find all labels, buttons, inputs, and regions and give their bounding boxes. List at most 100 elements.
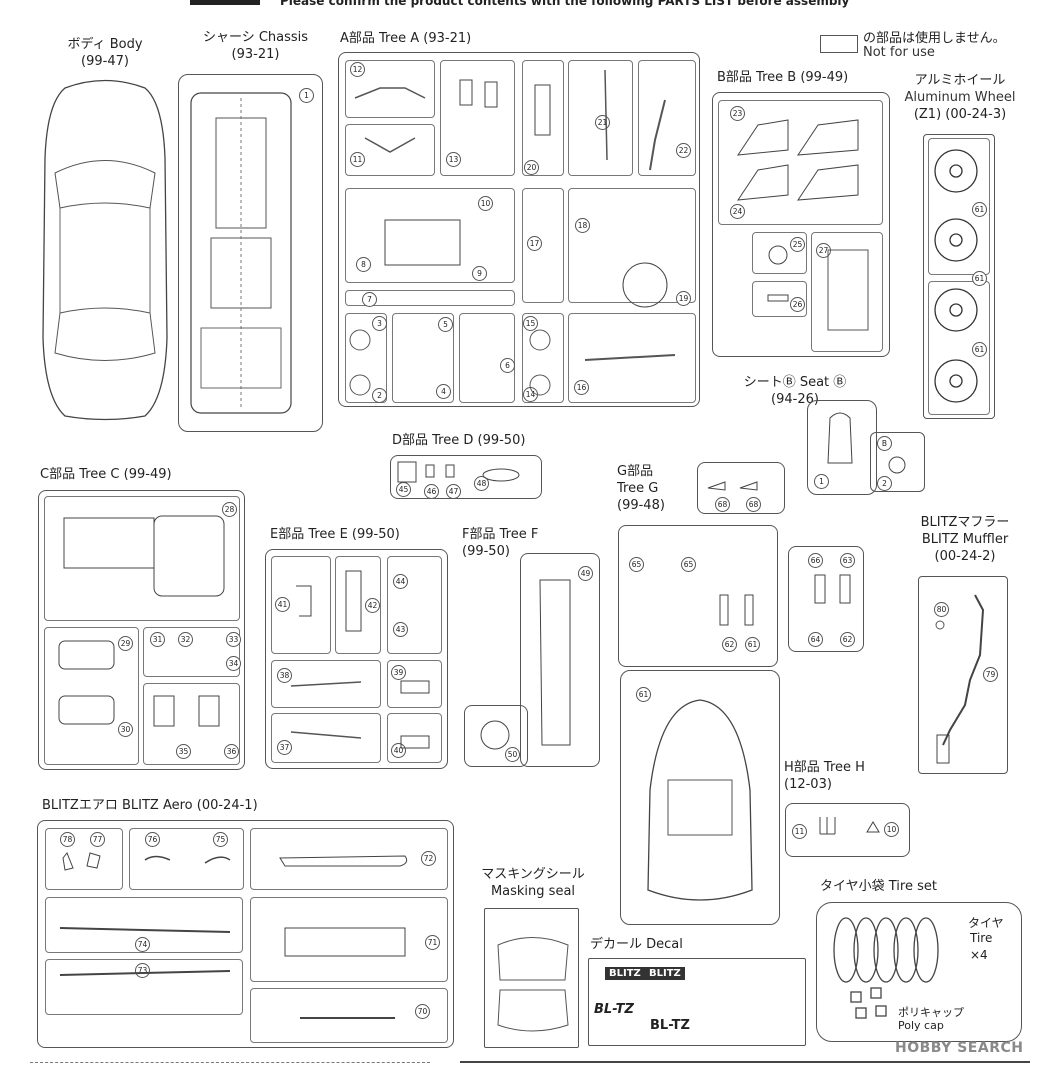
tree-a-cell: [345, 188, 515, 283]
tree-g-label: G部品 Tree G (99-48): [617, 463, 665, 514]
tree-a-parts: [349, 69, 676, 396]
tree-b-cell: [718, 100, 883, 225]
masking-label: マスキングシール Masking seal: [468, 866, 598, 900]
tree-b-cell: [752, 281, 807, 317]
aero-frame: [37, 820, 454, 1048]
part-number: 68: [715, 497, 730, 512]
tree-h-label: H部品 Tree H (12-03): [784, 759, 865, 793]
muffler-label: BLITZマフラー BLITZ Muffler (00-24-2): [905, 514, 1025, 565]
part-number: 47: [446, 484, 461, 499]
muffler-label-code: (00-24-2): [934, 549, 996, 564]
decal-brand-2: BLITZ: [645, 967, 685, 980]
part-number: 42: [365, 598, 380, 613]
banner-text: Please confirm the product contents with…: [280, 0, 850, 8]
seat-drawing: [827, 412, 906, 474]
part-number: 15: [523, 316, 538, 331]
tree-g-frame: [618, 525, 778, 667]
part-number: B: [877, 436, 892, 451]
legend-text-jp: の部品は使用しません。: [863, 31, 1006, 46]
wheel-frame: [923, 134, 995, 419]
part-number: 10: [478, 196, 493, 211]
part-number: 4: [436, 384, 451, 399]
part-number: 9: [472, 266, 487, 281]
part-number: 61: [972, 202, 987, 217]
part-number: 62: [722, 637, 737, 652]
aero-cell: [45, 959, 243, 1015]
part-number: 41: [275, 597, 290, 612]
part-number: 16: [574, 380, 589, 395]
part-number: 38: [277, 668, 292, 683]
tree-e-cell: [271, 556, 331, 654]
legend-text-en: Not for use: [863, 45, 935, 60]
body-drawing: [42, 79, 168, 421]
part-number: 20: [524, 160, 539, 175]
part-number: 7: [362, 292, 377, 307]
chassis-label-jp: シャーシ Chassis: [202, 30, 309, 45]
part-number: 50: [505, 747, 520, 762]
tree-f-frame: [520, 553, 600, 767]
tree-a-cell: [345, 124, 435, 176]
part-number: 40: [391, 743, 406, 758]
part-number: 28: [222, 502, 237, 517]
part-number: 19: [676, 291, 691, 306]
tree-e-cell: [271, 660, 381, 708]
watermark: HOBBY SEARCH: [895, 1040, 1024, 1056]
legend-swatch: [820, 35, 858, 53]
part-number: 1: [299, 88, 314, 103]
part-number: 63: [840, 553, 855, 568]
tree-e-cell: [335, 556, 381, 654]
part-number: 2: [372, 388, 387, 403]
wheel-cell: [928, 281, 990, 415]
tree-a-cell: [522, 313, 564, 403]
seat-frame-side: [870, 432, 925, 492]
part-number: 29: [118, 636, 133, 651]
tree-c-frame: [38, 490, 245, 770]
muffler-label-jp: BLITZマフラー: [920, 515, 1010, 530]
body-label: ボディ Body (99-47): [45, 36, 165, 70]
tree-a-cell: [568, 60, 633, 176]
part-number: 44: [393, 574, 408, 589]
part-number: 76: [145, 832, 160, 847]
part-number: 61: [745, 637, 760, 652]
tree-g-label-jp: G部品: [617, 464, 654, 479]
aero-label: BLITZエアロ BLITZ Aero (00-24-1): [42, 798, 258, 813]
chassis-label-code: (93-21): [231, 47, 280, 62]
part-number: 61: [636, 687, 651, 702]
part-number: 71: [425, 935, 440, 950]
tree-h-label-jp: H部品 Tree H: [784, 760, 865, 775]
chassis-frame: [178, 74, 323, 432]
tree-c-cell: [143, 683, 240, 765]
seat-label-jp: シートⒷ Seat Ⓑ: [743, 375, 847, 390]
tree-a-cell: [568, 313, 696, 403]
part-number: 79: [983, 667, 998, 682]
polycap-label-jp: ポリキャップ: [898, 1006, 964, 1019]
seat-label: シートⒷ Seat Ⓑ (94-26): [740, 374, 850, 408]
tree-c-cell: [44, 627, 139, 765]
tree-d-frame: [390, 455, 542, 499]
aero-cell: [250, 988, 448, 1043]
tree-h-label-code: (12-03): [784, 777, 832, 792]
tree-b-label: B部品 Tree B (99-49): [717, 70, 849, 85]
tree-c-cell: [44, 496, 240, 621]
tree-e-cell: [387, 556, 442, 654]
part-number: 33: [226, 632, 241, 647]
part-number: 3: [372, 316, 387, 331]
part-number: 65: [629, 557, 644, 572]
part-number: 18: [575, 218, 590, 233]
part-number: 13: [446, 152, 461, 167]
tree-g-hood: [620, 670, 780, 925]
part-number: 25: [790, 237, 805, 252]
tree-b-frame: [712, 92, 890, 357]
tree-c-label: C部品 Tree C (99-49): [40, 467, 172, 482]
tree-b-cell: [811, 232, 883, 352]
part-number: 12: [350, 62, 365, 77]
decal-sheet: [588, 958, 806, 1046]
part-number: 78: [60, 832, 75, 847]
tree-h-frame: [785, 803, 910, 857]
part-number: 35: [176, 744, 191, 759]
aero-cell: [45, 828, 123, 890]
banner-black-bar: [190, 0, 260, 5]
tree-e-parts: [290, 570, 430, 749]
part-number: 17: [527, 236, 542, 251]
part-number: 45: [396, 482, 411, 497]
